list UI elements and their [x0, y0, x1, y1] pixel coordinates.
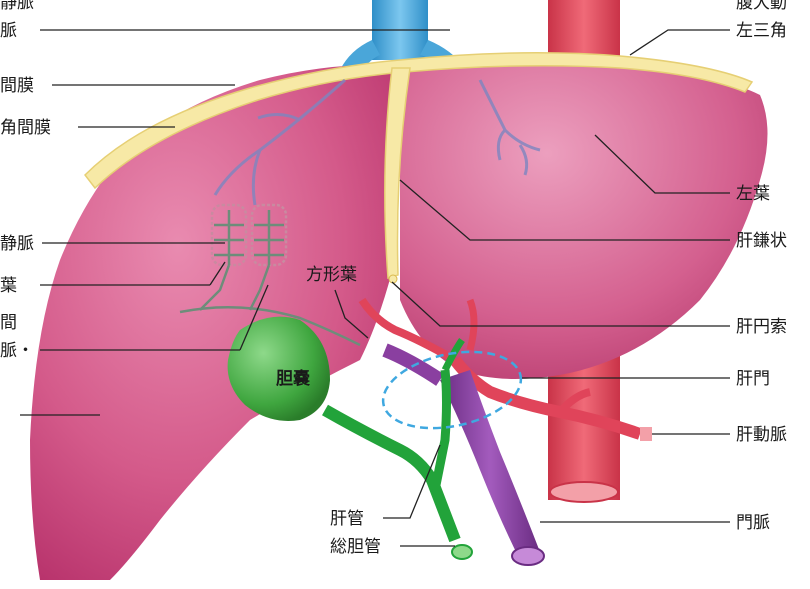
label-abdominal-aorta: 腹大動 [736, 0, 787, 13]
aorta-opening [549, 481, 619, 503]
label-hepatic-duct: 肝管 [330, 509, 364, 529]
label-central-vein: 静脈 [0, 234, 34, 254]
round-ligament-end [388, 274, 398, 284]
left-lobe [400, 56, 768, 380]
label-triangular-membrane: 角間膜 [0, 118, 51, 138]
portal-vein-opening [511, 546, 545, 566]
lobule-schematic [179, 203, 361, 347]
label-common-bile-duct: 総胆管 [330, 537, 381, 557]
leader-lines [20, 29, 730, 547]
label-quadrate-lobe: 方形葉 [306, 265, 357, 285]
label-portal-vein: 門脈 [736, 513, 770, 533]
label-gallbladder: 胆嚢 [276, 368, 311, 389]
label-interlobular-2: 脈・ [0, 341, 34, 361]
label-round-ligament: 肝円索 [736, 317, 787, 337]
label-hepatic-artery: 肝動脈 [736, 425, 787, 445]
label-left-triangular: 左三角 [736, 21, 787, 41]
portal-vein-vessel [440, 370, 540, 560]
label-hepatic-vein-top: 静脈 [0, 0, 34, 13]
label-interlobar-membrane: 間膜 [0, 76, 34, 96]
label-lobule: 葉 [0, 276, 17, 296]
hepatic-artery-vessel [358, 297, 652, 441]
hepatic-vein-branches [213, 78, 541, 206]
label-interlobular-1: 間 [0, 313, 17, 333]
porta-hepatis-outline [381, 350, 523, 430]
label-hepatic-vein: 脈 [0, 21, 17, 41]
falciform-ligament [384, 67, 411, 279]
label-falciform: 肝鎌状 [736, 231, 787, 251]
ivc-branch-left [340, 40, 380, 72]
label-left-lobe: 左葉 [736, 184, 770, 204]
portal-vein-branch [382, 343, 444, 386]
right-lobe [30, 64, 400, 581]
coronary-ligament [84, 52, 754, 190]
gallbladder-organ [227, 316, 330, 421]
label-porta-hepatis: 肝門 [736, 369, 770, 389]
bile-duct-opening [451, 544, 473, 560]
